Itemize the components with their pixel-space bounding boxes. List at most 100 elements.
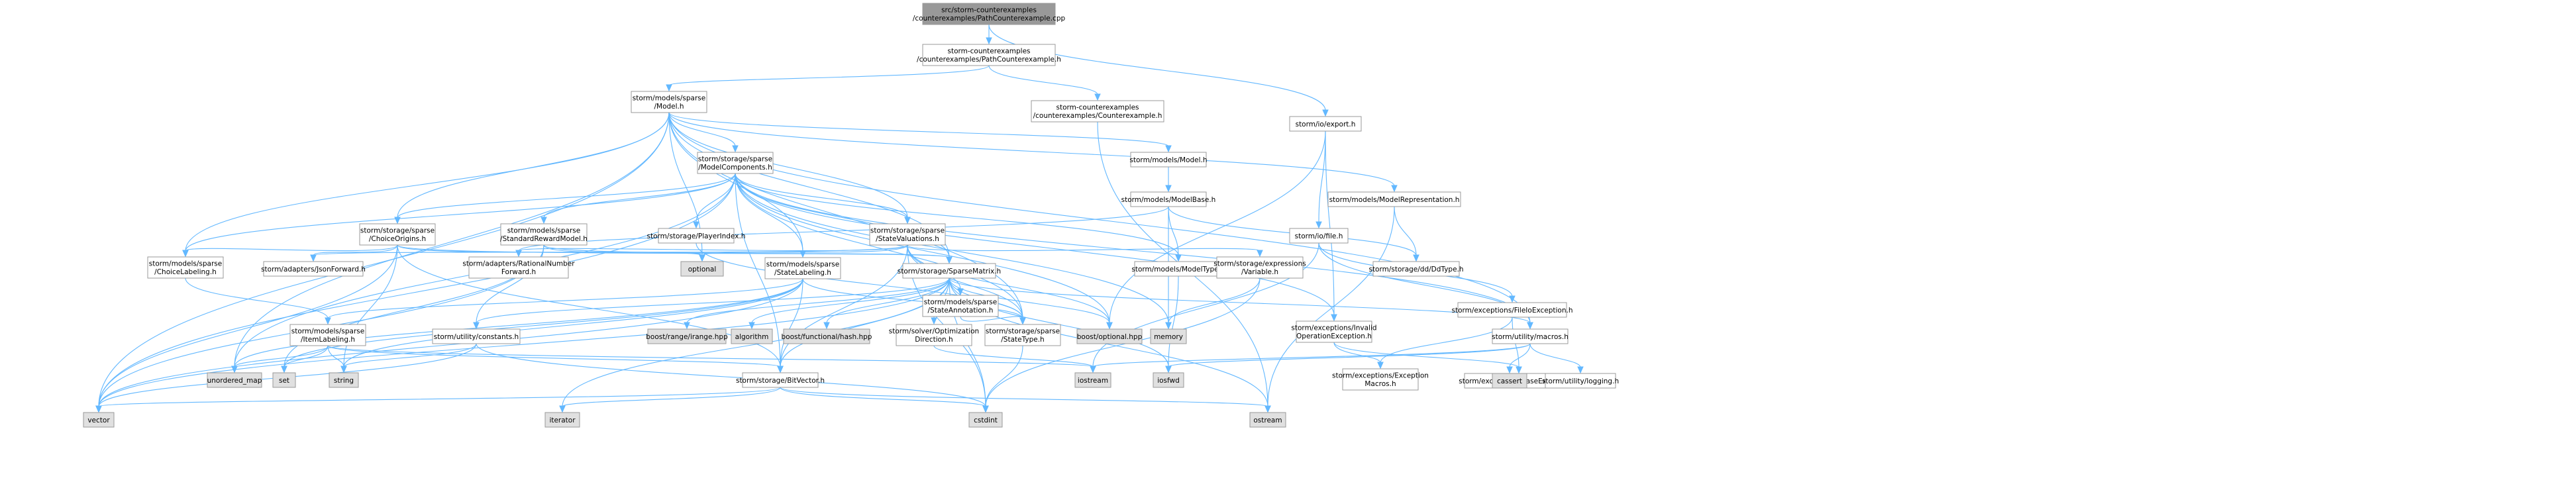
node-iterator[interactable]: iterator [544,412,580,428]
node-jsonfwd-h[interactable]: storm/adapters/JsonForward.h [261,261,366,277]
dependency-edge-statelabel_h-to-string [340,278,803,373]
node-label-line: storm/solver/Optimization [889,328,979,336]
node-iostream[interactable]: iostream [1074,372,1111,388]
node-label-line: iosfwd [1157,377,1180,385]
node-label-line: /StateAnnotation.h [928,307,994,315]
node-box [1296,320,1372,343]
node-constants-h[interactable]: storm/utility/constants.h [432,328,521,344]
node-logging-h[interactable]: storm/utility/logging.h [1542,373,1619,389]
dependency-edge-stateval_h-to-ratnum_h [515,244,908,258]
edge-line [283,345,329,368]
node-itemlabel-h[interactable]: storm/models/sparse/ItemLabeling.h [289,324,366,346]
edge-line [988,24,1326,111]
node-sparsematrix-h[interactable]: storm/storage/SparseMatrix.h [898,263,1001,279]
node-bitvector-h[interactable]: storm/storage/BitVector.h [736,372,825,388]
edge-arrowhead [823,322,830,330]
node-box [984,324,1061,346]
node-label-line: storm/exceptions/FileIoException.h [1452,307,1573,315]
node-pce-h[interactable]: storm-counterexamples/counterexamples/Pa… [917,44,1061,66]
node-box [896,324,972,346]
edge-arrowhead [1577,366,1584,374]
node-label-line: storm/storage/sparse [986,328,1060,336]
node-model-h[interactable]: storm/models/sparse/Model.h [631,91,707,113]
edge-line [1509,343,1531,368]
node-playerindex-h[interactable]: storm/storage/PlayerIndex.h [647,228,746,244]
edge-arrowhead [1175,254,1182,262]
node-exprvar-h[interactable]: storm/storage/expressions/Variable.h [1213,256,1306,279]
edge-line [668,112,1169,147]
node-vector[interactable]: vector [83,412,115,428]
node-file-h[interactable]: storm/io/file.h [1289,228,1349,244]
node-cstdint[interactable]: cstdint [968,412,1003,428]
edge-line [1267,206,1395,407]
node-cex-h[interactable]: storm-counterexamples/counterexamples/Co… [1031,100,1164,122]
node-export-h[interactable]: storm/io/export.h [1289,116,1362,132]
dependency-edge-modelcomp_h-to-playerindex_h [693,173,736,229]
dependency-edge-macros_h-to-iosfwd [1165,343,1531,373]
dependency-edge-stdreward_h-to-sparsematrix_h [543,244,953,264]
node-modelbase-h[interactable]: storm/models/ModelBase.h [1121,191,1216,207]
edge-arrowhead [515,250,522,258]
node-label-line: storm/adapters/JsonForward.h [261,266,366,273]
node-iosfwd[interactable]: iosfwd [1153,372,1184,388]
dependency-edge-statelabel_h-to-vector [95,278,803,413]
edge-arrowhead [777,366,784,373]
node-fileexc-h[interactable]: storm/exceptions/FileIoException.h [1452,302,1573,318]
node-box [1457,302,1567,318]
node-box [544,412,580,428]
node-optional[interactable]: optional [680,261,724,277]
node-statelabel-h[interactable]: storm/models/sparse/StateLabeling.h [764,257,841,279]
dependency-edge-sparsematrix_h-to-algorithm [748,277,950,330]
node-label-line: optional [688,266,717,273]
dependency-edge-modelcomp_h-to-choicelabel_h [182,173,736,258]
node-stateannot-h[interactable]: storm/models/sparse/StateAnnotation.h [922,295,999,317]
dependency-edge-itemlabel_h-to-iostream [327,345,1096,373]
node-invalidop-h[interactable]: storm/exceptions/InvalidOperationExcepti… [1291,320,1377,343]
node-statetype-h[interactable]: storm/storage/sparse/StateType.h [984,324,1061,346]
node-label-line: storm/exceptions/Invalid [1291,324,1376,332]
node-box [1130,152,1207,168]
edge-line [668,112,1395,187]
edge-line [234,278,803,368]
node-cassert[interactable]: cassert [1492,373,1527,389]
node-rangerange[interactable]: boost/range/irange.hpp [646,328,728,344]
node-set[interactable]: set [272,372,296,388]
node-label-line: /ModelComponents.h [698,164,772,172]
node-modelcomp-h[interactable]: storm/storage/sparse/ModelComponents.h [697,152,774,174]
node-ddtype-h[interactable]: storm/storage/dd/DdType.h [1368,261,1464,277]
edge-line [735,173,1179,256]
dependency-edge-choicelabel_h-to-itemlabel_h [185,277,331,325]
node-models-model-h[interactable]: storm/models/Model.h [1129,152,1208,168]
edge-line [735,173,803,252]
edge-line [1168,277,1261,324]
edge-line [960,316,1023,322]
node-unordered-map[interactable]: unordered_map [207,372,262,388]
node-root[interactable]: src/storm-counterexamples/counterexample… [913,3,1066,25]
node-stateval-h[interactable]: storm/storage/sparse/StateValuations.h [869,223,946,246]
node-choicelabel-h[interactable]: storm/models/sparse/ChoiceLabeling.h [147,256,224,279]
node-modeltype-h[interactable]: storm/models/ModelType.h [1131,261,1225,277]
node-box [289,324,366,346]
node-label-line: /counterexamples/PathCounterexample.cpp [913,15,1066,23]
edge-line [234,345,329,368]
edge-arrowhead [1165,185,1172,193]
node-choiceorigins-h[interactable]: storm/storage/sparse/ChoiceOrigins.h [359,223,436,246]
node-string[interactable]: string [329,372,359,388]
node-memory[interactable]: memory [1150,328,1187,344]
edge-line [907,244,1110,324]
node-box [1342,368,1419,391]
node-boostoptional[interactable]: boost/optional.hpp [1076,328,1143,344]
node-label-line: storm/storage/sparse [870,227,945,235]
node-boosthash[interactable]: boost/functional/hash.hpp [782,328,872,344]
node-box [1130,191,1207,207]
dependency-edge-macros_h-to-iostream [1090,343,1531,373]
dependency-edge-modelcomp_h-to-vector [95,173,736,413]
node-macros-h[interactable]: storm/utility/macros.h [1492,328,1569,344]
node-ostream[interactable]: ostream [1249,412,1286,428]
node-algorithm[interactable]: algorithm [731,328,773,344]
node-stdreward-h[interactable]: storm/models/sparse/StandardRewardModel.… [500,223,588,246]
node-modelrep-h[interactable]: storm/models/ModelRepresentation.h [1327,191,1461,207]
